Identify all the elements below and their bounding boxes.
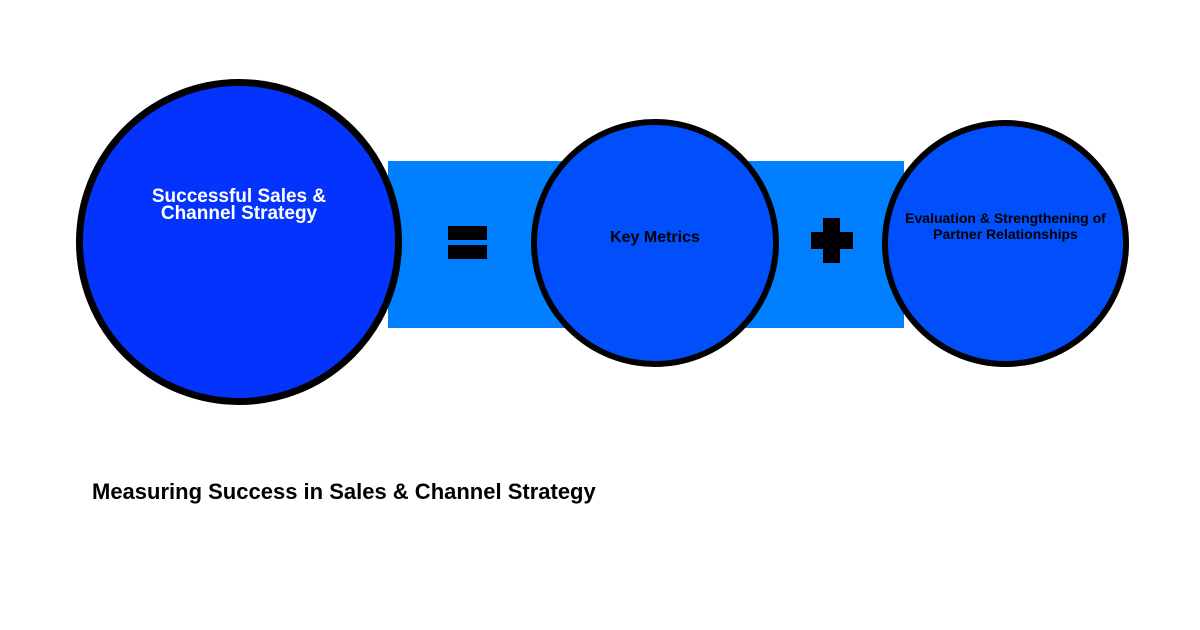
equals-bar-bottom	[448, 245, 487, 259]
node-label-key-metrics: Key Metrics	[537, 230, 773, 246]
node-label-line: Successful Sales &	[151, 186, 327, 207]
plus-bar-vertical	[823, 218, 840, 263]
node-label-line: Channel Strategy	[160, 203, 318, 224]
node-label-line: Partner Relationships	[933, 226, 1078, 242]
page-title: Measuring Success in Sales & Channel Str…	[92, 479, 596, 504]
equals-icon	[448, 226, 487, 259]
node-label-line: Evaluation & Strengthening of	[905, 210, 1106, 226]
node-successful-sales-channel-strategy: Successful Sales & Channel Strategy	[76, 79, 402, 405]
node-label-evaluation-strengthening-partner-relationships: Evaluation & Strengthening of Partner Re…	[888, 210, 1123, 242]
plus-icon	[811, 218, 853, 263]
node-label-line: Key Metrics	[610, 229, 700, 246]
node-evaluation-strengthening-partner-relationships: Evaluation & Strengthening of Partner Re…	[882, 120, 1129, 367]
equals-bar-top	[448, 226, 487, 240]
node-key-metrics: Key Metrics	[531, 119, 779, 367]
node-label-successful-sales-channel-strategy: Successful Sales & Channel Strategy	[83, 186, 395, 224]
